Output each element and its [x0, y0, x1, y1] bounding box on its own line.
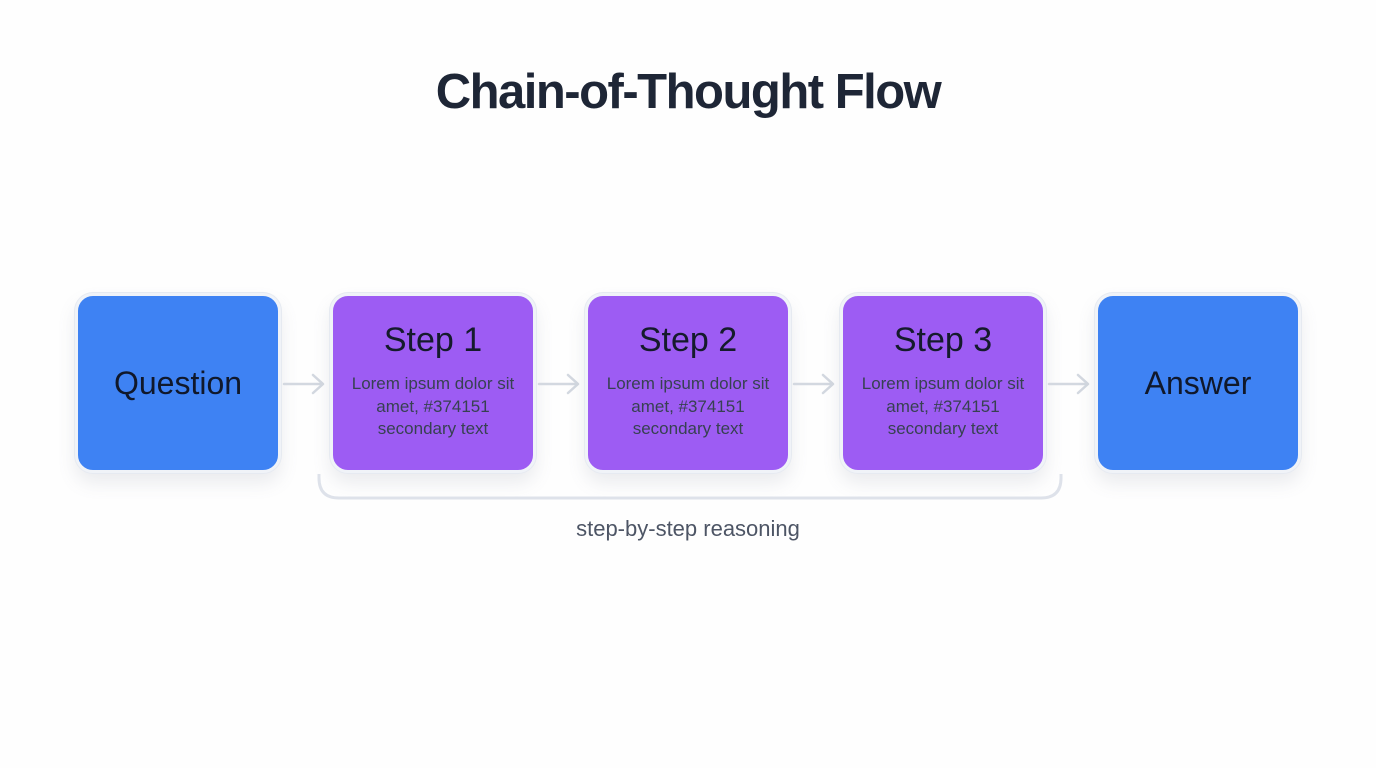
arrow-right-icon	[282, 373, 325, 395]
node-step-2-title: Step 2	[638, 321, 738, 359]
node-step-1-title: Step 1	[383, 321, 483, 359]
underbrace-bracket-icon	[317, 474, 1063, 500]
bracket-caption: step-by-step reasoning	[576, 516, 800, 541]
arrow-right-icon	[792, 373, 835, 395]
node-step-3-body: Lorem ipsum dolor sit amet, #374151 seco…	[861, 374, 1025, 439]
node-step-1-body: Lorem ipsum dolor sit amet, #374151 seco…	[351, 374, 515, 439]
node-step-1: Step 1 Lorem ipsum dolor sit amet, #3741…	[330, 293, 536, 473]
node-question: Question	[75, 293, 281, 473]
page-title: Chain-of-Thought Flow	[435, 65, 942, 119]
node-step-3-title: Step 3	[893, 321, 993, 359]
arrow-right-icon	[1047, 373, 1090, 395]
node-answer: Answer	[1095, 293, 1301, 473]
node-step-3: Step 3 Lorem ipsum dolor sit amet, #3741…	[840, 293, 1046, 473]
node-step-2-body: Lorem ipsum dolor sit amet, #374151 seco…	[606, 374, 770, 439]
arrow-right-icon	[537, 373, 580, 395]
node-answer-label: Answer	[1144, 364, 1252, 401]
node-step-2: Step 2 Lorem ipsum dolor sit amet, #3741…	[585, 293, 791, 473]
node-question-label: Question	[113, 364, 243, 401]
